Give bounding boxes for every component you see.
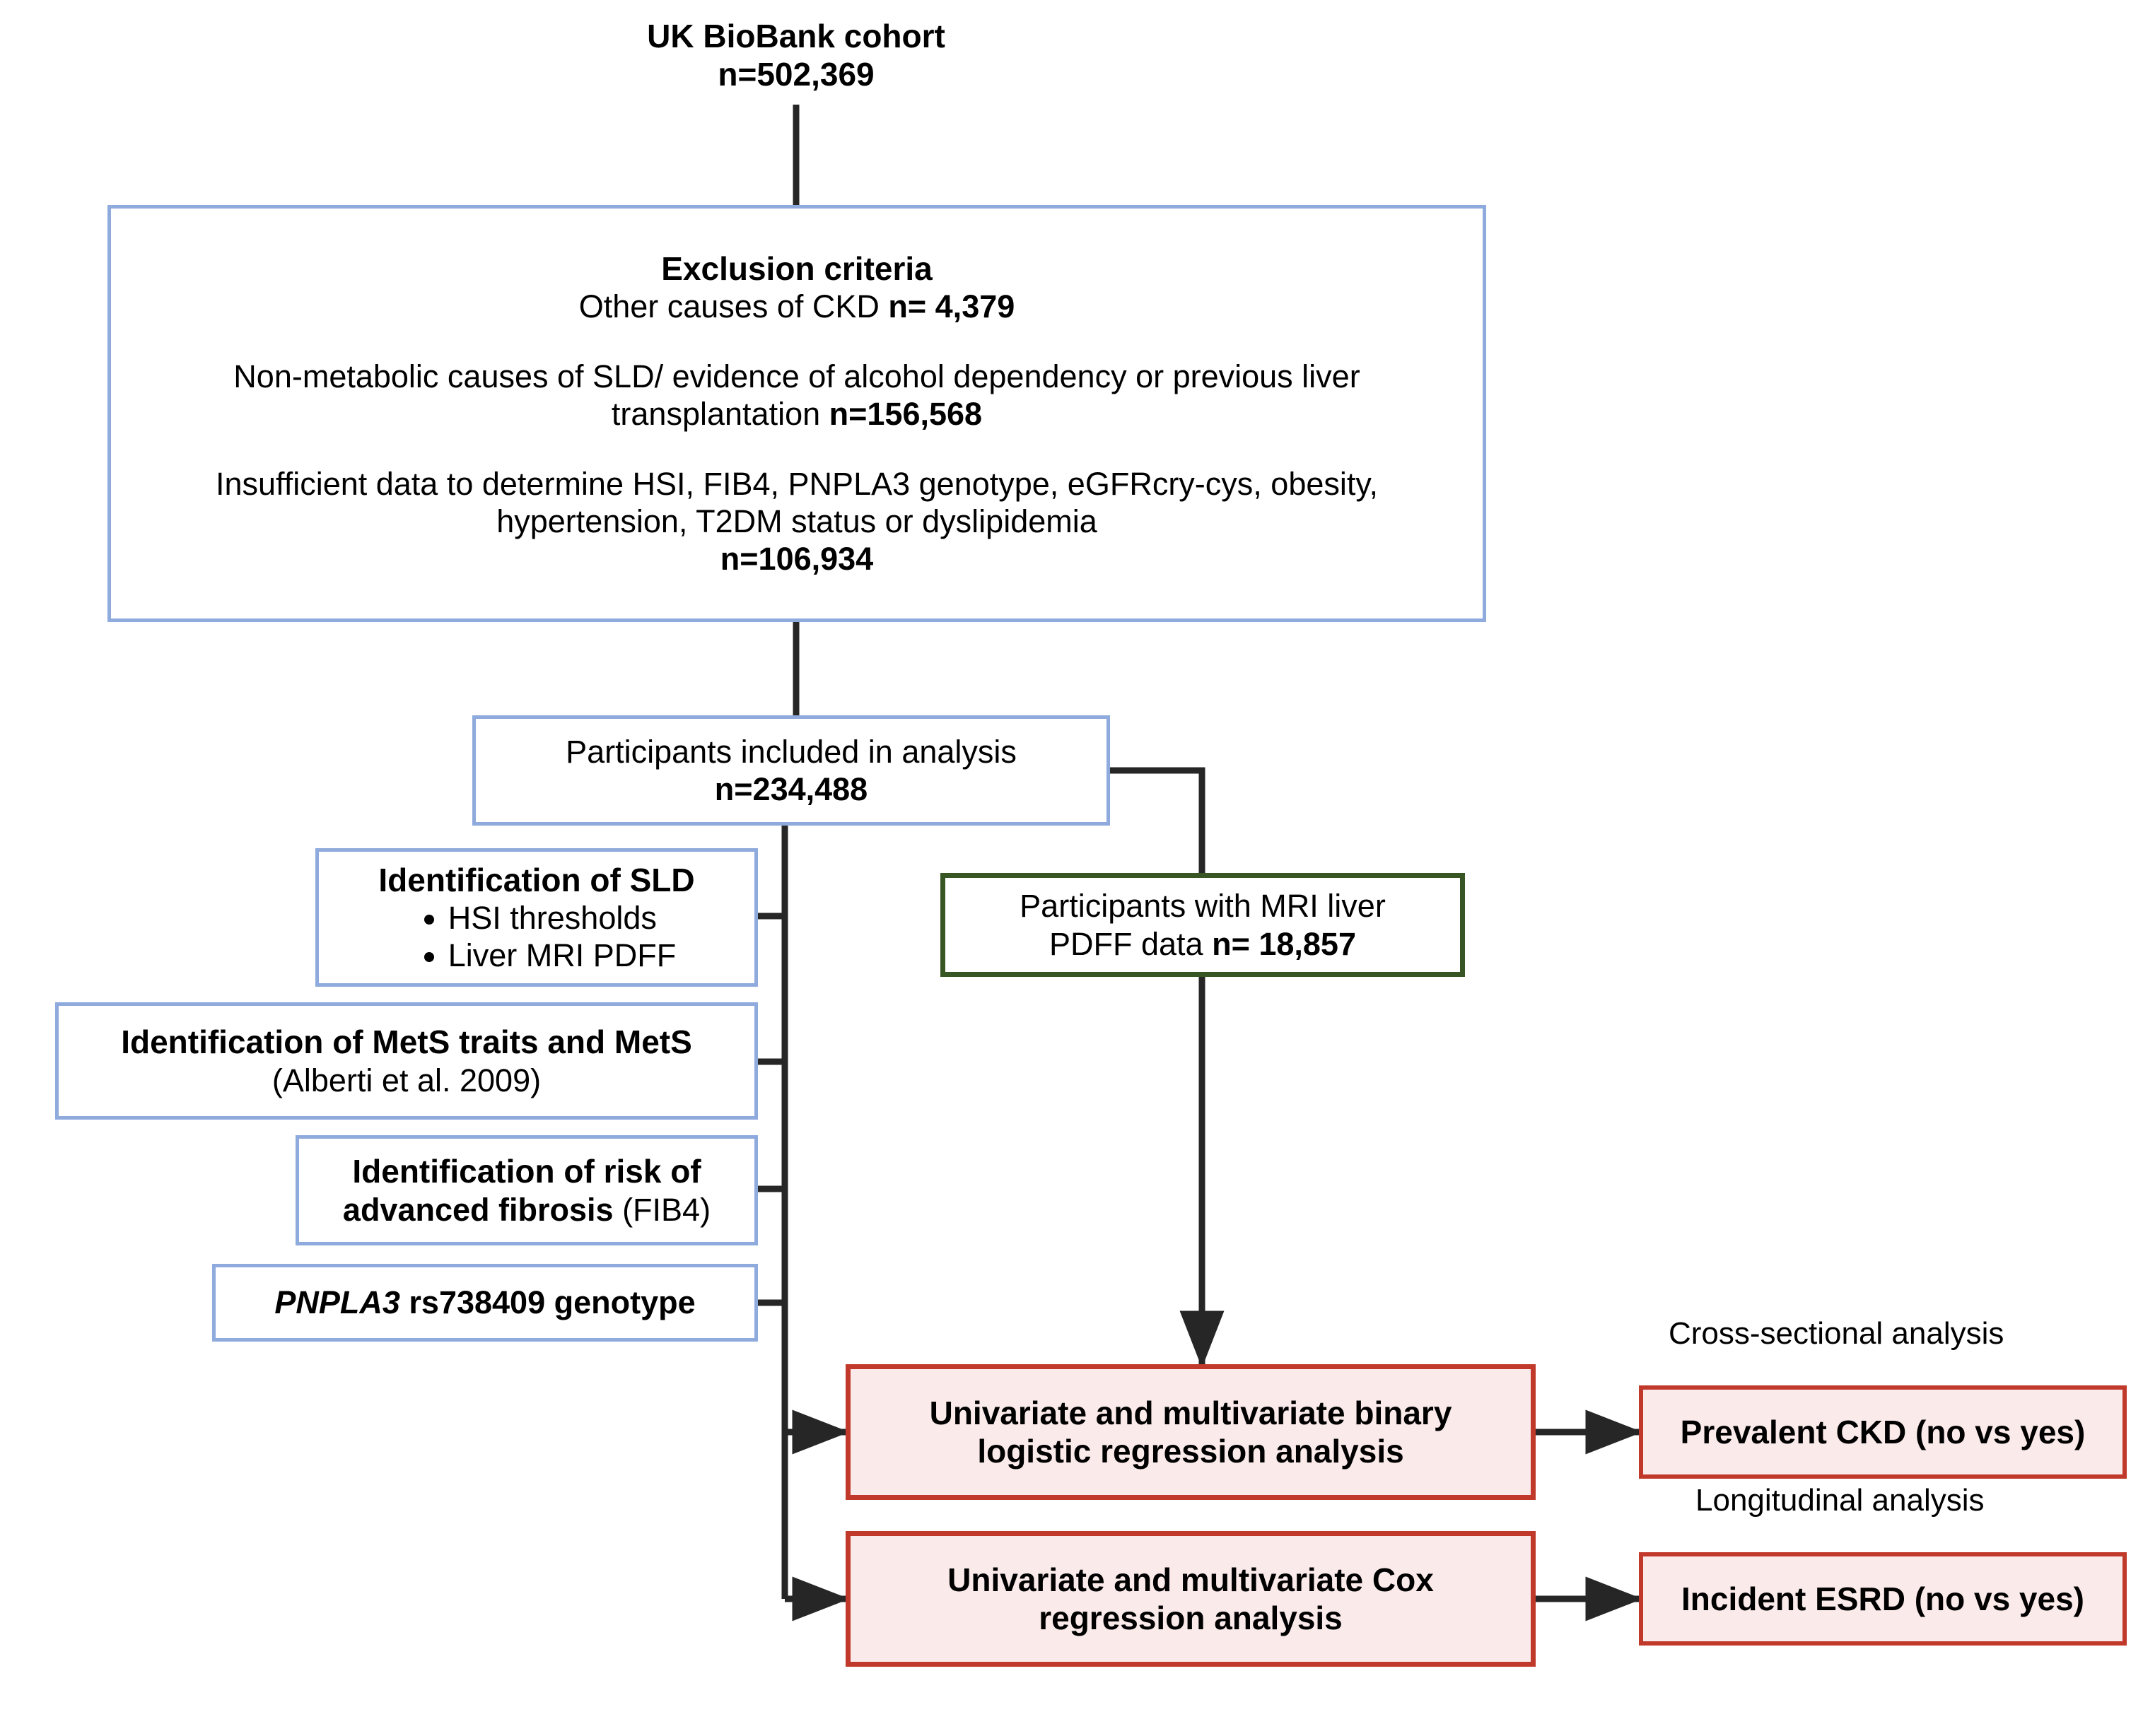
sld-title: Identification of SLD <box>378 861 695 898</box>
mri-label-line1: Participants with MRI liver <box>1020 888 1386 925</box>
logistic-line1: Univariate and multivariate binary <box>929 1394 1452 1431</box>
node-exclusion-criteria: Exclusion criteria Other causes of CKD n… <box>107 205 1486 622</box>
node-identification-of-mets: Identification of MetS traits and MetS (… <box>55 1002 758 1120</box>
label-cross-sectional-analysis: Cross-sectional analysis <box>1669 1316 2004 1351</box>
node-logistic-regression-analysis: Univariate and multivariate binary logis… <box>846 1364 1536 1500</box>
exclusion-criterion-3-text: Insufficient data to determine HSI, FIB4… <box>215 466 1379 540</box>
fibrosis-line2: advanced fibrosis (FIB4) <box>299 1191 754 1228</box>
genotype-rest: rs738409 genotype <box>399 1284 696 1321</box>
node-participants-included: Participants included in analysis n=234,… <box>472 715 1110 826</box>
included-label: Participants included in analysis <box>566 733 1017 770</box>
genotype-gene-name: PNPLA3 <box>274 1284 400 1321</box>
node-identification-of-sld: Identification of SLD HSI thresholds Liv… <box>315 848 758 987</box>
exclusion-criterion-2-count: n=156,568 <box>829 396 983 433</box>
node-cox-regression-analysis: Univariate and multivariate Cox regressi… <box>846 1531 1536 1667</box>
node-pnpla3-genotype: PNPLA3 rs738409 genotype <box>212 1264 758 1342</box>
mri-count: n= 18,857 <box>1212 925 1356 962</box>
fibrosis-line1: Identification of risk of <box>352 1153 701 1190</box>
connector-included-to-mri <box>1110 767 1205 873</box>
exclusion-heading: Exclusion criteria <box>661 250 933 287</box>
exclusion-criterion-1-text: Other causes of CKD <box>578 288 889 324</box>
fibrosis-line2-plain: (FIB4) <box>622 1191 711 1228</box>
fibrosis-line2-bold: advanced fibrosis <box>342 1191 623 1228</box>
label-longitudinal-analysis: Longitudinal analysis <box>1695 1483 1985 1518</box>
included-count: n=234,488 <box>714 771 868 807</box>
exclusion-criterion-1: Other causes of CKD n= 4,379 <box>135 288 1459 325</box>
mri-label-line2: PDFF data n= 18,857 <box>945 925 1460 963</box>
mets-subtitle: (Alberti et al. 2009) <box>271 1062 542 1098</box>
genotype-label: PNPLA3 rs738409 genotype <box>216 1284 754 1321</box>
exclusion-criterion-3-count: n=106,934 <box>720 541 874 577</box>
cox-line2: regression analysis <box>1039 1600 1343 1636</box>
sld-bullet-item: Liver MRI PDFF <box>448 937 677 974</box>
prevalent-ckd-label: Prevalent CKD (no vs yes) <box>1680 1413 2086 1450</box>
incident-esrd-label: Incident ESRD (no vs yes) <box>1681 1580 2084 1617</box>
node-incident-esrd: Incident ESRD (no vs yes) <box>1639 1552 2127 1646</box>
node-mri-pdff-participants: Participants with MRI liver PDFF data n=… <box>940 873 1465 977</box>
cohort-title: UK BioBank cohort <box>647 17 945 54</box>
mri-label-line2-text: PDFF data <box>1049 925 1213 962</box>
sld-bullet-list: HSI thresholds Liver MRI PDFF <box>397 899 677 974</box>
exclusion-criterion-2: Non-metabolic causes of SLD/ evidence of… <box>135 358 1459 433</box>
exclusion-criterion-1-count: n= 4,379 <box>888 288 1015 324</box>
sld-bullet-item: HSI thresholds <box>448 899 677 937</box>
mets-title: Identification of MetS traits and MetS <box>121 1024 692 1061</box>
node-prevalent-ckd: Prevalent CKD (no vs yes) <box>1639 1385 2127 1479</box>
node-uk-biobank-cohort: UK BioBank cohort n=502,369 <box>615 6 977 105</box>
node-identification-of-fibrosis: Identification of risk of advanced fibro… <box>296 1135 758 1245</box>
cohort-count: n=502,369 <box>718 56 875 93</box>
exclusion-criterion-2-text: Non-metabolic causes of SLD/ evidence of… <box>233 358 1360 433</box>
logistic-line2: logistic regression analysis <box>977 1433 1404 1470</box>
cox-line1: Univariate and multivariate Cox <box>947 1561 1434 1598</box>
